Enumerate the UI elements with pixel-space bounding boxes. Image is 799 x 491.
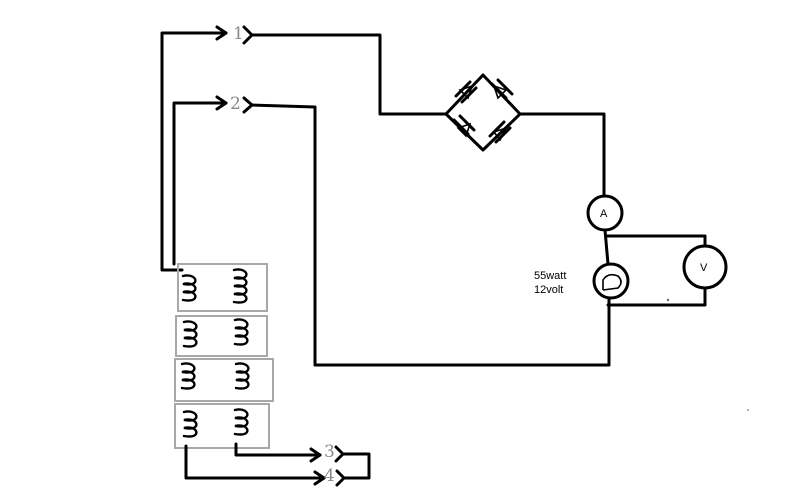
stray-dot-2 [747, 409, 749, 411]
ammeter-symbol: A [600, 208, 608, 220]
stray-dot-1 [666, 298, 670, 302]
wire-voltmeter-top [604, 234, 707, 248]
arrow-input-2 [215, 95, 228, 111]
coil-left-2 [182, 320, 198, 348]
coil-right-1 [232, 268, 248, 304]
coil-right-2 [233, 318, 249, 346]
coil-left-3 [180, 362, 196, 390]
bridge-rectifier [444, 73, 522, 152]
voltmeter: V [682, 244, 728, 290]
terminal-1-label: 1 [233, 24, 244, 44]
lamp-power-label: 55watt [534, 270, 566, 282]
coil-left-4 [182, 410, 198, 438]
arrow-terminal-3-in [309, 447, 322, 463]
winding-box-2 [175, 315, 268, 357]
arrow-input-1 [215, 25, 228, 41]
voltmeter-symbol: V [700, 262, 708, 274]
coil-left-1 [181, 274, 197, 302]
diode-top-right [490, 78, 514, 100]
coil-right-4 [233, 408, 249, 436]
coil-right-3 [234, 362, 250, 390]
diode-top-left [454, 80, 478, 104]
wire-bridge-to-ammeter [518, 112, 606, 198]
terminal-2-label: 2 [230, 94, 241, 114]
wire-input-1 [160, 31, 228, 272]
jumper-3-4 [341, 452, 371, 480]
terminal-4-label: 4 [324, 466, 335, 486]
wire-t1-to-bridge [250, 33, 448, 116]
arrow-terminal-4-in [313, 470, 326, 486]
lamp [592, 262, 630, 300]
winding-box-3 [174, 358, 274, 402]
transformer-windings [174, 263, 274, 449]
wire-to-terminal-4 [184, 444, 326, 480]
winding-box-1 [177, 263, 268, 312]
wire-to-terminal-3 [234, 442, 322, 457]
wire-return-to-t2 [250, 103, 611, 367]
lamp-voltage-label: 12volt [534, 284, 563, 296]
ammeter: A [586, 194, 624, 232]
terminal-3-label: 3 [324, 442, 335, 462]
wire-voltmeter-bottom [606, 286, 707, 307]
winding-box-4 [174, 403, 270, 449]
wire-input-2 [172, 101, 228, 266]
diode-bottom-left [452, 114, 476, 138]
diode-bottom-right [488, 120, 512, 144]
